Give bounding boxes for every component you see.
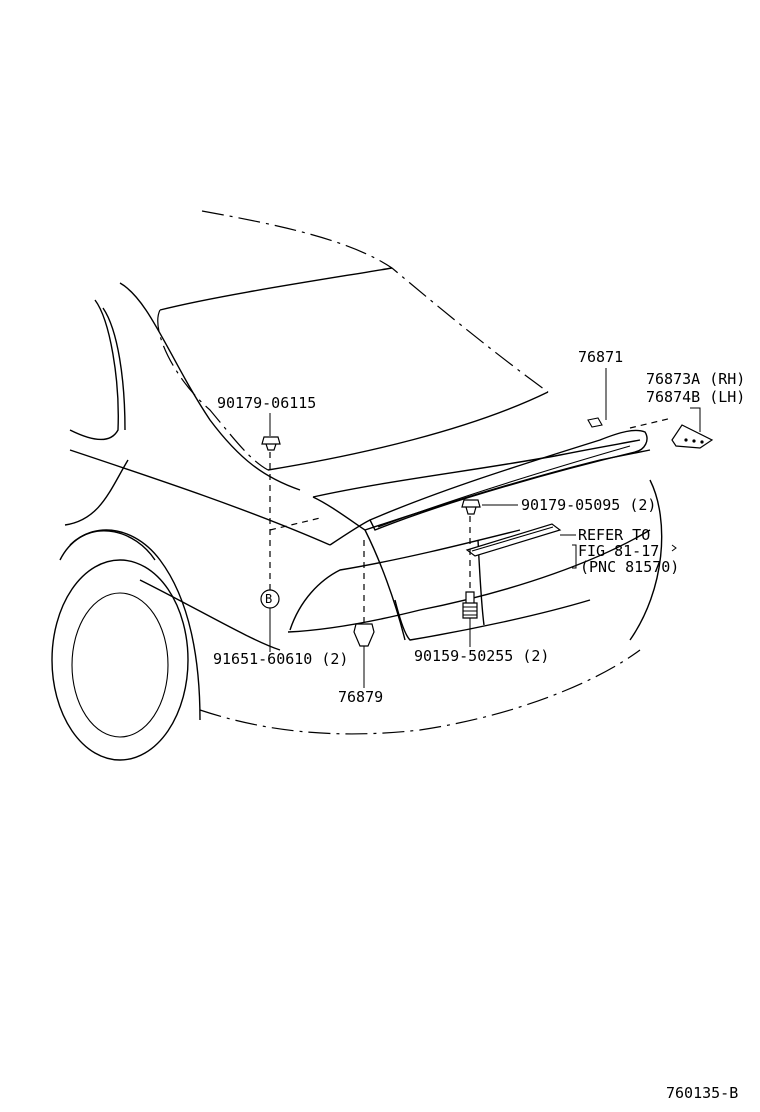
nut-center-part bbox=[461, 499, 481, 515]
callout-fig-81-17: FIG 81-17 bbox=[578, 542, 660, 560]
license-recess bbox=[394, 599, 591, 641]
bracket-part bbox=[353, 623, 375, 647]
rear-window-left bbox=[157, 309, 269, 471]
rear-wheel-inner bbox=[71, 592, 169, 738]
spoiler-body bbox=[369, 429, 648, 531]
door-frame-inner bbox=[102, 307, 126, 431]
side-character-line bbox=[69, 449, 331, 546]
tail-light-upper bbox=[329, 519, 371, 546]
spoiler-tab bbox=[587, 417, 603, 428]
wheel-arch bbox=[59, 529, 201, 721]
wheel-arch-inner bbox=[69, 530, 156, 561]
reinforcement-strip-inner bbox=[471, 526, 554, 552]
callout-76874b-lh: 76874B (LH) bbox=[646, 388, 746, 406]
callout-refer-to: REFER TO bbox=[578, 526, 651, 544]
callout-pnc-81570: (PNC 81570) bbox=[580, 558, 680, 576]
spoiler-line bbox=[377, 445, 631, 528]
door-frame bbox=[69, 299, 119, 441]
trunk-lid-side bbox=[364, 529, 406, 641]
bolt-part bbox=[462, 591, 478, 619]
callout-76879: 76879 bbox=[338, 688, 384, 706]
callout-90179-06115: 90179-06115 bbox=[217, 394, 317, 412]
align-trunk bbox=[269, 517, 321, 531]
bumper-right bbox=[629, 479, 663, 641]
bumper-bottom bbox=[199, 649, 641, 735]
rear-wheel-outer bbox=[51, 559, 189, 761]
trunk-lid-upper bbox=[312, 439, 641, 498]
callout-90159-50255: 90159-50255 (2) bbox=[414, 647, 550, 665]
rocker-line bbox=[139, 579, 281, 651]
callout-76871: 76871 bbox=[578, 348, 624, 366]
trunk-lid-edge bbox=[312, 496, 366, 531]
quarter-panel-line bbox=[64, 459, 129, 526]
roof-outline bbox=[201, 210, 549, 393]
align-spoiler-to-cap bbox=[629, 417, 673, 429]
tail-light-outline bbox=[289, 529, 521, 631]
callout-91651-60610: 91651-60610 (2) bbox=[213, 650, 349, 668]
bumper-top bbox=[287, 529, 651, 633]
rear-window-bottom bbox=[267, 391, 549, 471]
callout-90179-05095: 90179-05095 (2) bbox=[521, 496, 657, 514]
figure-id: 760135-B bbox=[666, 1084, 739, 1102]
end-cap-part bbox=[671, 424, 714, 449]
callout-76873a-rh: 76873A (RH) bbox=[646, 370, 746, 388]
grommet-circle-letter: B bbox=[265, 592, 273, 606]
leader-refer-bracket bbox=[572, 544, 577, 569]
c-pillar-outer bbox=[119, 282, 301, 491]
leader-pnc-tick bbox=[671, 544, 677, 552]
clip-upper-left-part bbox=[261, 436, 281, 451]
rear-window-top bbox=[159, 267, 393, 311]
leader-76873 bbox=[690, 407, 701, 432]
